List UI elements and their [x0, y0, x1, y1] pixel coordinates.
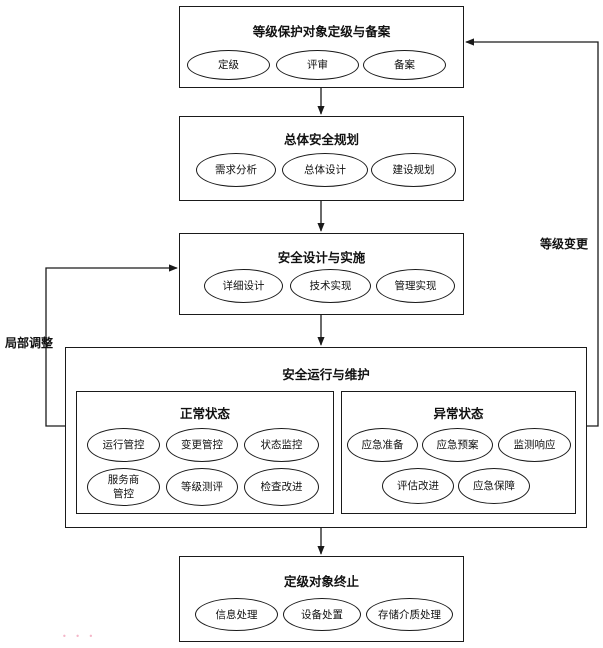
panel-title: 异常状态	[433, 406, 484, 421]
step-assessment-improvement: 评估改进	[382, 468, 454, 504]
step-management-implementation: 管理实现	[376, 269, 455, 303]
stage-title: 安全设计与实施	[277, 250, 366, 265]
stage-grading-and-filing: 等级保护对象定级与备案 定级 评审 备案	[179, 6, 464, 88]
step-review: 评审	[276, 50, 359, 80]
stage-overall-security-planning: 总体安全规划 需求分析 总体设计 建设规划	[179, 116, 464, 201]
feedback-loop-grade-change	[465, 38, 599, 427]
feedback-label-partial-adjust: 局部调整	[5, 336, 54, 350]
faint-watermark-dots: • • •	[62, 632, 97, 641]
step-monitoring-response: 监测响应	[498, 428, 571, 462]
step-emergency-support: 应急保障	[458, 468, 530, 504]
step-overall-design: 总体设计	[282, 153, 368, 187]
step-emergency-preparation: 应急准备	[347, 428, 418, 462]
step-service-provider-control: 服务商 管控	[87, 468, 160, 506]
step-filing: 备案	[363, 50, 446, 80]
step-emergency-plan: 应急预案	[422, 428, 493, 462]
step-equipment-disposal: 设备处置	[283, 598, 361, 631]
stage-object-termination: 定级对象终止 信息处理 设备处置 存储介质处理	[179, 556, 464, 642]
step-detailed-design: 详细设计	[204, 269, 283, 303]
panel-title: 正常状态	[179, 406, 230, 421]
normal-state-panel: 正常状态 运行管控 变更管控 状态监控 服务商 管控 等级测评 检查改进	[76, 391, 334, 514]
step-status-monitoring: 状态监控	[244, 428, 319, 462]
step-inspection-improvement: 检查改进	[244, 468, 319, 506]
stage-title: 等级保护对象定级与备案	[252, 24, 391, 39]
feedback-label-grade-change: 等级变更	[540, 237, 589, 251]
stage-security-design-and-implementation: 安全设计与实施 详细设计 技术实现 管理实现	[179, 233, 464, 315]
step-construction-planning: 建设规划	[371, 153, 456, 187]
stage-title: 安全运行与维护	[282, 367, 370, 382]
step-change-control: 变更管控	[166, 428, 238, 462]
feedback-loop-partial-adjust	[45, 264, 178, 427]
stage-title: 定级对象终止	[283, 574, 359, 589]
step-grading: 定级	[187, 50, 270, 80]
step-information-handling: 信息处理	[195, 598, 278, 631]
stage-security-operation-and-maintenance: 安全运行与维护 正常状态 运行管控 变更管控 状态监控 服务商 管控 等级测评 …	[65, 347, 587, 528]
step-technical-implementation: 技术实现	[290, 269, 371, 303]
stage-title: 总体安全规划	[283, 132, 359, 147]
abnormal-state-panel: 异常状态 应急准备 应急预案 监测响应 评估改进 应急保障	[341, 391, 576, 514]
step-storage-media-handling: 存储介质处理	[366, 598, 453, 631]
step-operation-control: 运行管控	[87, 428, 160, 462]
step-requirement-analysis: 需求分析	[196, 153, 276, 187]
step-grade-assessment: 等级测评	[166, 468, 238, 506]
